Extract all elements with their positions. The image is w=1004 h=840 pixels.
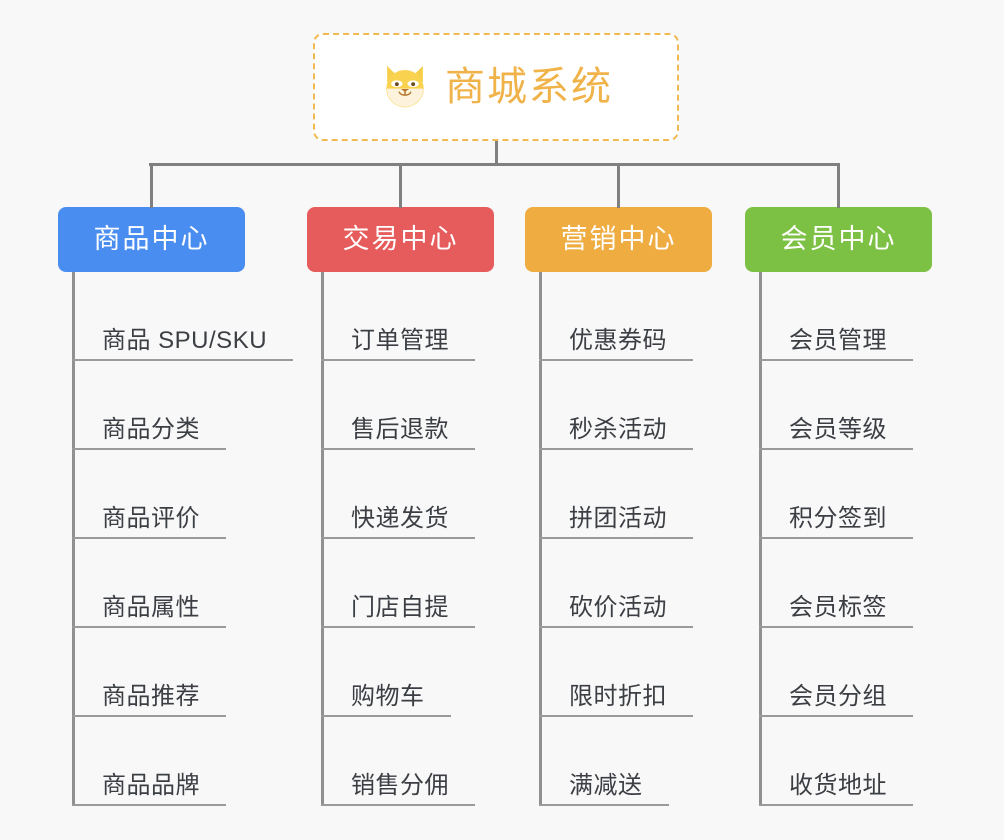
connector-drop-product-center [150, 163, 153, 208]
category-box-marketing-center[interactable]: 营销中心 [525, 207, 712, 272]
leaf-item-label: 收货地址 [789, 771, 887, 799]
leaf-item-underline: 限时折扣 [539, 684, 693, 717]
leaf-item-label: 商品 SPU/SKU [102, 326, 268, 354]
branch-trunk-member-center [759, 272, 762, 806]
leaf-item-underline: 商品属性 [72, 595, 226, 628]
leaf-item-label: 砍价活动 [569, 593, 667, 621]
leaf-item-underline: 拼团活动 [539, 506, 693, 539]
leaf-item-label: 快递发货 [351, 504, 449, 532]
leaf-item-label: 商品分类 [102, 415, 200, 443]
leaf-item-underline: 商品品牌 [72, 773, 226, 806]
leaf-item-label: 会员标签 [789, 593, 887, 621]
leaf-item-underline: 会员管理 [759, 328, 913, 361]
leaf-item-underline: 积分签到 [759, 506, 913, 539]
connector-drop-marketing-center [617, 163, 620, 208]
leaf-item-label: 销售分佣 [351, 771, 449, 799]
leaf-item-underline: 砍价活动 [539, 595, 693, 628]
leaf-item-label: 商品评价 [102, 504, 200, 532]
leaf-item-label: 商品推荐 [102, 682, 200, 710]
leaf-item-underline: 快递发货 [321, 506, 475, 539]
leaf-item-underline: 商品评价 [72, 506, 226, 539]
leaf-item-underline: 会员标签 [759, 595, 913, 628]
connector-horizontal-bus [149, 163, 840, 166]
leaf-item-label: 门店自提 [351, 593, 449, 621]
category-label-product-center: 商品中心 [93, 224, 210, 254]
leaf-item-label: 商品品牌 [102, 771, 200, 799]
leaf-item-underline: 商品 SPU/SKU [72, 326, 294, 361]
leaf-item-label: 秒杀活动 [569, 415, 667, 443]
leaf-item-label: 购物车 [351, 682, 425, 710]
leaf-item-underline: 门店自提 [321, 595, 475, 628]
leaf-item-label: 积分签到 [789, 504, 887, 532]
leaf-item-underline: 收货地址 [759, 773, 913, 806]
leaf-item-underline: 销售分佣 [321, 773, 475, 806]
connector-drop-trade-center [399, 163, 402, 208]
leaf-item-underline: 满减送 [539, 773, 669, 806]
category-label-member-center: 会员中心 [780, 224, 897, 254]
leaf-item-label: 限时折扣 [569, 682, 667, 710]
leaf-item-label: 售后退款 [351, 415, 449, 443]
category-box-trade-center[interactable]: 交易中心 [307, 207, 494, 272]
root-node-mall-system[interactable]: 商城系统 [313, 33, 679, 141]
connector-root-stem [495, 141, 498, 165]
leaf-item-label: 拼团活动 [569, 504, 667, 532]
category-box-member-center[interactable]: 会员中心 [745, 207, 932, 272]
leaf-item-label: 商品属性 [102, 593, 200, 621]
leaf-item-label: 会员管理 [789, 326, 887, 354]
branch-trunk-product-center [72, 272, 75, 806]
leaf-item-label: 订单管理 [351, 326, 449, 354]
category-label-marketing-center: 营销中心 [560, 224, 677, 254]
leaf-item-underline: 会员等级 [759, 417, 913, 450]
leaf-item-underline: 购物车 [321, 684, 451, 717]
leaf-item-underline: 秒杀活动 [539, 417, 693, 450]
leaf-item-underline: 优惠券码 [539, 328, 693, 361]
leaf-item-label: 会员分组 [789, 682, 887, 710]
leaf-item-underline: 会员分组 [759, 684, 913, 717]
branch-trunk-trade-center [321, 272, 324, 806]
leaf-item-underline: 商品推荐 [72, 684, 226, 717]
connector-drop-member-center [837, 163, 840, 208]
shiba-dog-face-icon [386, 65, 424, 108]
category-box-product-center[interactable]: 商品中心 [58, 207, 245, 272]
leaf-item-label: 优惠券码 [569, 326, 667, 354]
leaf-item-label: 满减送 [569, 771, 643, 799]
category-label-trade-center: 交易中心 [342, 224, 459, 254]
root-node-title: 商城系统 [445, 65, 613, 109]
leaf-item-underline: 售后退款 [321, 417, 475, 450]
branch-trunk-marketing-center [539, 272, 542, 806]
leaf-item-underline: 商品分类 [72, 417, 226, 450]
leaf-item-label: 会员等级 [789, 415, 887, 443]
leaf-item-underline: 订单管理 [321, 328, 475, 361]
